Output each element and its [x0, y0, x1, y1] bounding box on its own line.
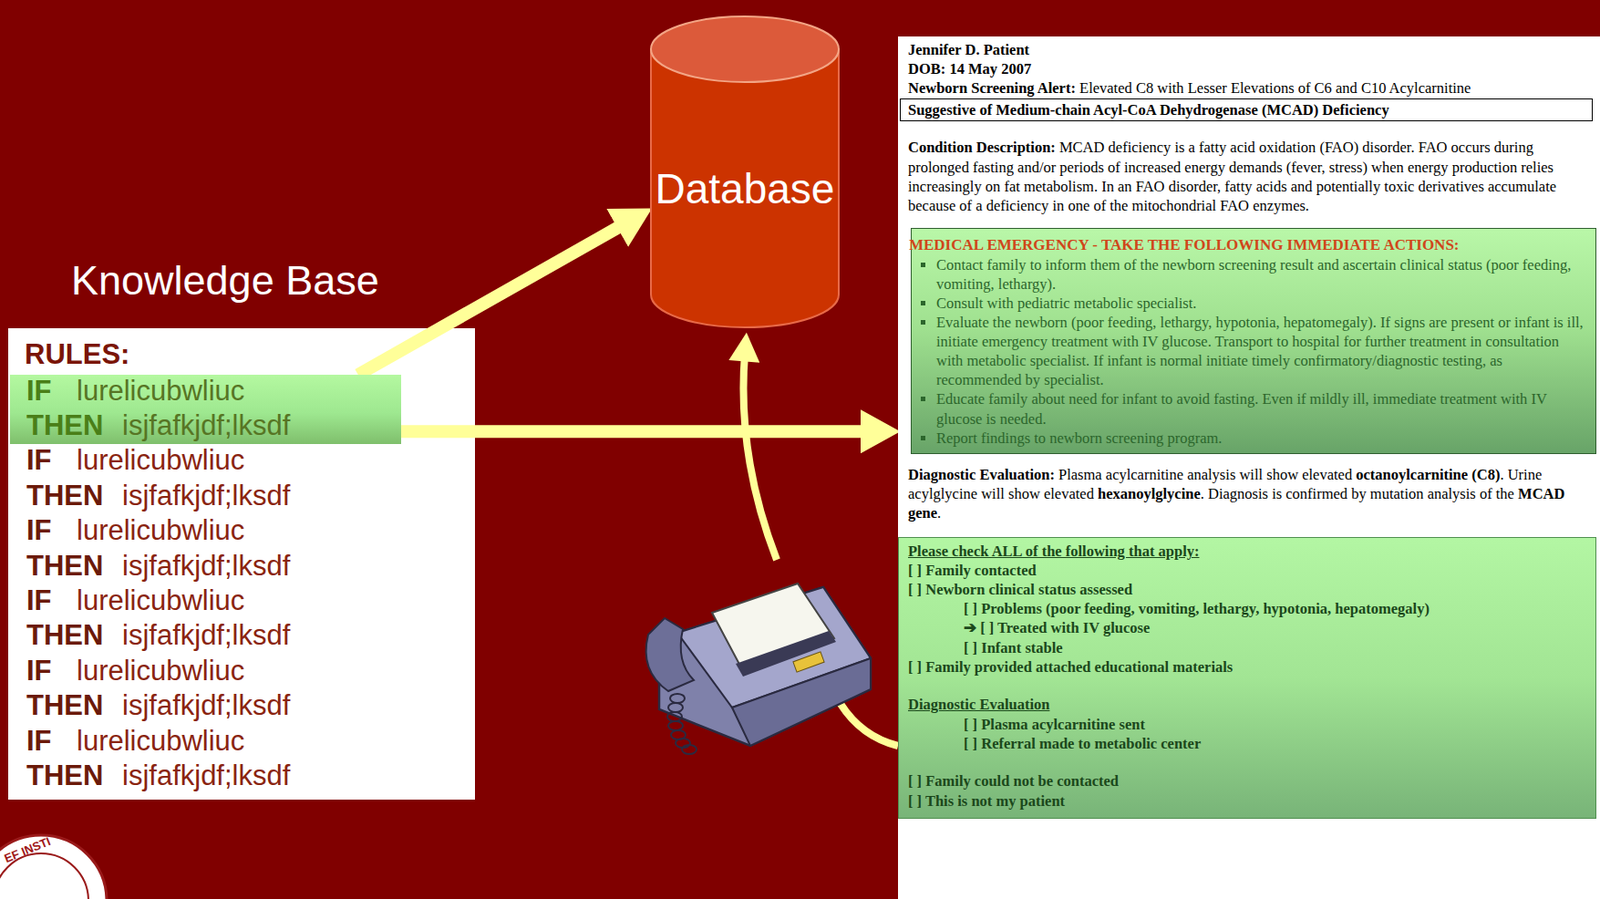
- patient-header: DOB: 14 May 2007: [908, 59, 1583, 79]
- arrow-line: [358, 221, 629, 375]
- rule-clause: lurelicubwliuc: [76, 724, 245, 758]
- seal-text: EF INSTI: [1, 834, 52, 866]
- rule-keyword: THEN: [26, 549, 104, 583]
- paragraph: Newborn Screening Alert:Elevated C8 with…: [908, 78, 1583, 98]
- database-cylinder: Database: [650, 15, 840, 329]
- checklist-box: Please check ALL of the following that a…: [898, 536, 1597, 819]
- report-text: Plasma acylcarnitine analysis will show …: [1058, 465, 1353, 484]
- checkbox-item: [ ] This is not my patient: [908, 791, 1587, 811]
- rule-clause: lurelicubwliuc: [76, 654, 245, 688]
- rule-keyword: THEN: [26, 409, 104, 443]
- rule-keyword: THEN: [26, 689, 104, 723]
- rule-clause: isjfafkjdf;lksdf: [122, 689, 290, 723]
- checkbox-item: [ ] Plasma acylcarnitine sent: [963, 714, 1587, 734]
- rules-heading: RULES:: [24, 338, 130, 372]
- database-label: Database: [650, 164, 840, 214]
- rule-clause: lurelicubwliuc: [76, 584, 245, 618]
- rule-keyword: IF: [26, 654, 52, 688]
- fax-to-database-arrow: [743, 353, 777, 560]
- fax-feed-line: [840, 703, 899, 746]
- fax-handset: [646, 618, 694, 692]
- checklist-heading: Please check ALL of the following that a…: [908, 541, 1587, 561]
- report-text: Condition Description:: [908, 138, 1056, 156]
- fax-body: [659, 587, 871, 746]
- report-text: Newborn Screening Alert:: [908, 79, 1076, 97]
- report-document: Jennifer D. PatientDOB: 14 May 2007Newbo…: [898, 36, 1600, 899]
- report-text: Elevated C8 with Lesser Elevations of C6…: [1079, 79, 1471, 97]
- rule-clause: lurelicubwliuc: [76, 374, 245, 408]
- emergency-box: MEDICAL EMERGENCY - TAKE THE FOLLOWING I…: [910, 227, 1597, 455]
- diagnosis-text: Suggestive of Medium-chain Acyl-CoA Dehy…: [908, 101, 1390, 119]
- fax-machine: [646, 583, 871, 754]
- flow-arrow: [358, 221, 629, 375]
- rule-keyword: THEN: [26, 479, 104, 513]
- rule-clause: isjfafkjdf;lksdf: [122, 409, 290, 443]
- rule-clause: isjfafkjdf;lksdf: [122, 759, 290, 793]
- action-item: Educate family about need for infant to …: [936, 389, 1589, 428]
- diagnosis-box: Suggestive of Medium-chain Acyl-CoA Dehy…: [899, 98, 1593, 122]
- rules-panel: [8, 328, 475, 800]
- rule-keyword: IF: [26, 724, 52, 758]
- coiled-cord: [667, 693, 697, 754]
- institute-seal: [0, 835, 107, 899]
- fax-top: [677, 587, 871, 708]
- checkbox-item: [ ] Family could not be contacted: [908, 771, 1587, 791]
- fax-paper: [712, 583, 835, 671]
- rule-keyword: IF: [26, 514, 52, 548]
- action-item: Evaluate the newborn (poor feeding, leth…: [936, 312, 1589, 390]
- checkbox-item: [ ] Family contacted: [908, 560, 1587, 580]
- arrow-line: [401, 424, 873, 438]
- rule-keyword: THEN: [26, 619, 104, 652]
- action-item: Report findings to newborn screening pro…: [936, 428, 1589, 448]
- cylinder-top: [650, 16, 839, 83]
- rule-clause: lurelicubwliuc: [76, 514, 245, 548]
- report-text: hexanoylglycine: [1097, 485, 1201, 503]
- rule-clause: isjfafkjdf;lksdf: [122, 479, 290, 513]
- cylinder-body: [650, 49, 839, 328]
- action-item: Consult with pediatric metabolic special…: [936, 293, 1589, 313]
- report-text: Diagnostic Evaluation:: [908, 465, 1055, 484]
- flow-arrow: [401, 431, 873, 433]
- checkbox-item: [ ] Newborn clinical status assessed: [908, 579, 1587, 599]
- emergency-heading: MEDICAL EMERGENCY - TAKE THE FOLLOWING I…: [908, 235, 1589, 256]
- report-text: octanoylcarnitine (C8): [1355, 465, 1500, 484]
- checkbox-item: [ ] Family provided attached educational…: [908, 657, 1587, 677]
- rules-box: Knowledge BaseRULES:IFlurelicubwliucTHEN…: [8, 328, 475, 800]
- rule-clause: lurelicubwliuc: [76, 443, 245, 477]
- checkbox-item: [ ] Referral made to metabolic center: [963, 733, 1587, 754]
- action-item: Contact family to inform them of the new…: [936, 255, 1589, 294]
- rule-clause: isjfafkjdf;lksdf: [122, 549, 290, 583]
- paragraph: Diagnostic Evaluation:Plasma acylcarniti…: [908, 464, 1583, 523]
- fax-button: [793, 651, 825, 672]
- paragraph: Condition Description:MCAD deficiency is…: [908, 137, 1583, 215]
- section-heading: Knowledge Base: [71, 257, 380, 305]
- rule-keyword: THEN: [26, 759, 104, 793]
- rule-keyword: IF: [26, 443, 52, 477]
- rule-clause: isjfafkjdf;lksdf: [122, 619, 290, 652]
- highlighted-rule: IF lurelicubwliucTHEN isjfafkjdf;lksdf: [10, 374, 402, 444]
- report-text: . Diagnosis is confirmed by mutation ana…: [1200, 485, 1515, 503]
- checkbox-item: ➔ [ ] Treated with IV glucose: [963, 618, 1587, 638]
- checkbox-item: [ ] Problems (poor feeding, vomiting, le…: [963, 598, 1587, 619]
- rule-keyword: IF: [26, 584, 52, 618]
- patient-header: Jennifer D. Patient: [908, 40, 1583, 60]
- report-text: .: [937, 504, 941, 522]
- rule-keyword: IF: [26, 374, 52, 408]
- paper-slot: [735, 630, 837, 677]
- fax-front: [732, 658, 871, 746]
- checklist-heading: Diagnostic Evaluation: [908, 694, 1587, 714]
- checkbox-item: [ ] Infant stable: [963, 638, 1587, 658]
